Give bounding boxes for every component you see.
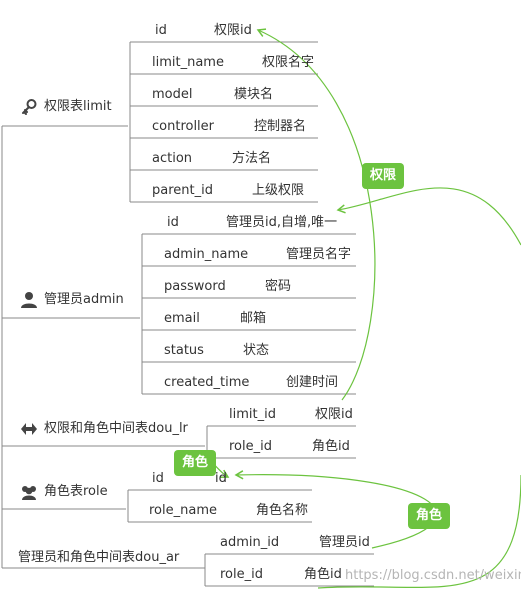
key-icon: [22, 99, 37, 115]
relation-label-limit[interactable]: 权限: [362, 163, 405, 189]
field-name: status: [164, 343, 204, 358]
field-desc: 控制器名: [254, 119, 307, 134]
field-name: controller: [152, 119, 215, 134]
field-name: action: [152, 151, 193, 166]
field-name: role_id: [220, 567, 263, 582]
field-desc: 权限名字: [262, 55, 315, 70]
field-name: password: [164, 279, 226, 294]
field-name: admin_name: [164, 247, 249, 262]
topic-label: 权限和角色中间表dou_lr: [44, 421, 188, 436]
field-name: admin_id: [220, 535, 280, 550]
field-desc: id: [215, 471, 227, 486]
topic-admin-table[interactable]: 管理员admin: [20, 291, 124, 309]
field-desc: 上级权限: [252, 183, 305, 198]
field-name: role_name: [149, 503, 217, 518]
field-desc: 创建时间: [286, 375, 339, 390]
field-name: model: [152, 87, 193, 102]
field-desc: 权限id: [315, 407, 353, 422]
field-desc: 角色id: [312, 439, 350, 454]
field-desc: 权限id: [214, 23, 252, 38]
field-name: limit_name: [152, 55, 224, 70]
topic-label: 权限表limit: [44, 99, 112, 114]
field-name: parent_id: [152, 183, 213, 198]
field-name: id: [152, 471, 164, 486]
field-name: id: [167, 215, 179, 230]
field-desc: 状态: [243, 343, 270, 358]
field-name: id: [155, 23, 167, 38]
topic-label: 管理员admin: [44, 292, 124, 307]
watermark: https://blog.csdn.net/weixin: [345, 568, 521, 583]
group-icon: [22, 486, 36, 500]
relation-label-role-ar[interactable]: 角色: [408, 503, 451, 529]
field-name: role_id: [229, 439, 272, 454]
field-desc: 模块名: [234, 87, 274, 102]
field-desc: 角色id: [304, 567, 342, 582]
field-desc: 管理员名字: [286, 247, 352, 262]
topic-limit-table[interactable]: 权限表limit: [20, 98, 112, 116]
topic-role-table[interactable]: 角色表role: [20, 483, 108, 501]
field-desc: 方法名: [232, 151, 272, 166]
topic-dou-ar-table[interactable]: 管理员和角色中间表dou_ar: [18, 550, 179, 566]
user-icon: [21, 292, 37, 308]
topic-label: 管理员和角色中间表dou_ar: [18, 550, 180, 565]
field-desc: 管理员id,自增,唯一: [226, 215, 338, 230]
field-name: email: [164, 311, 200, 326]
relation-label-role-lr[interactable]: 角色: [174, 450, 217, 476]
field-name: created_time: [164, 375, 250, 390]
topic-label: 角色表role: [44, 484, 108, 499]
field-desc: 邮箱: [240, 311, 267, 326]
topic-dou-lr-table[interactable]: 权限和角色中间表dou_lr: [20, 420, 188, 438]
field-desc: 管理员id: [319, 535, 370, 550]
relation-curve-admin: [336, 187, 521, 246]
field-name: limit_id: [229, 407, 276, 422]
field-desc: 密码: [265, 279, 292, 294]
field-desc: 角色名称: [256, 503, 309, 518]
bidirectional-arrows-icon: [21, 423, 37, 435]
